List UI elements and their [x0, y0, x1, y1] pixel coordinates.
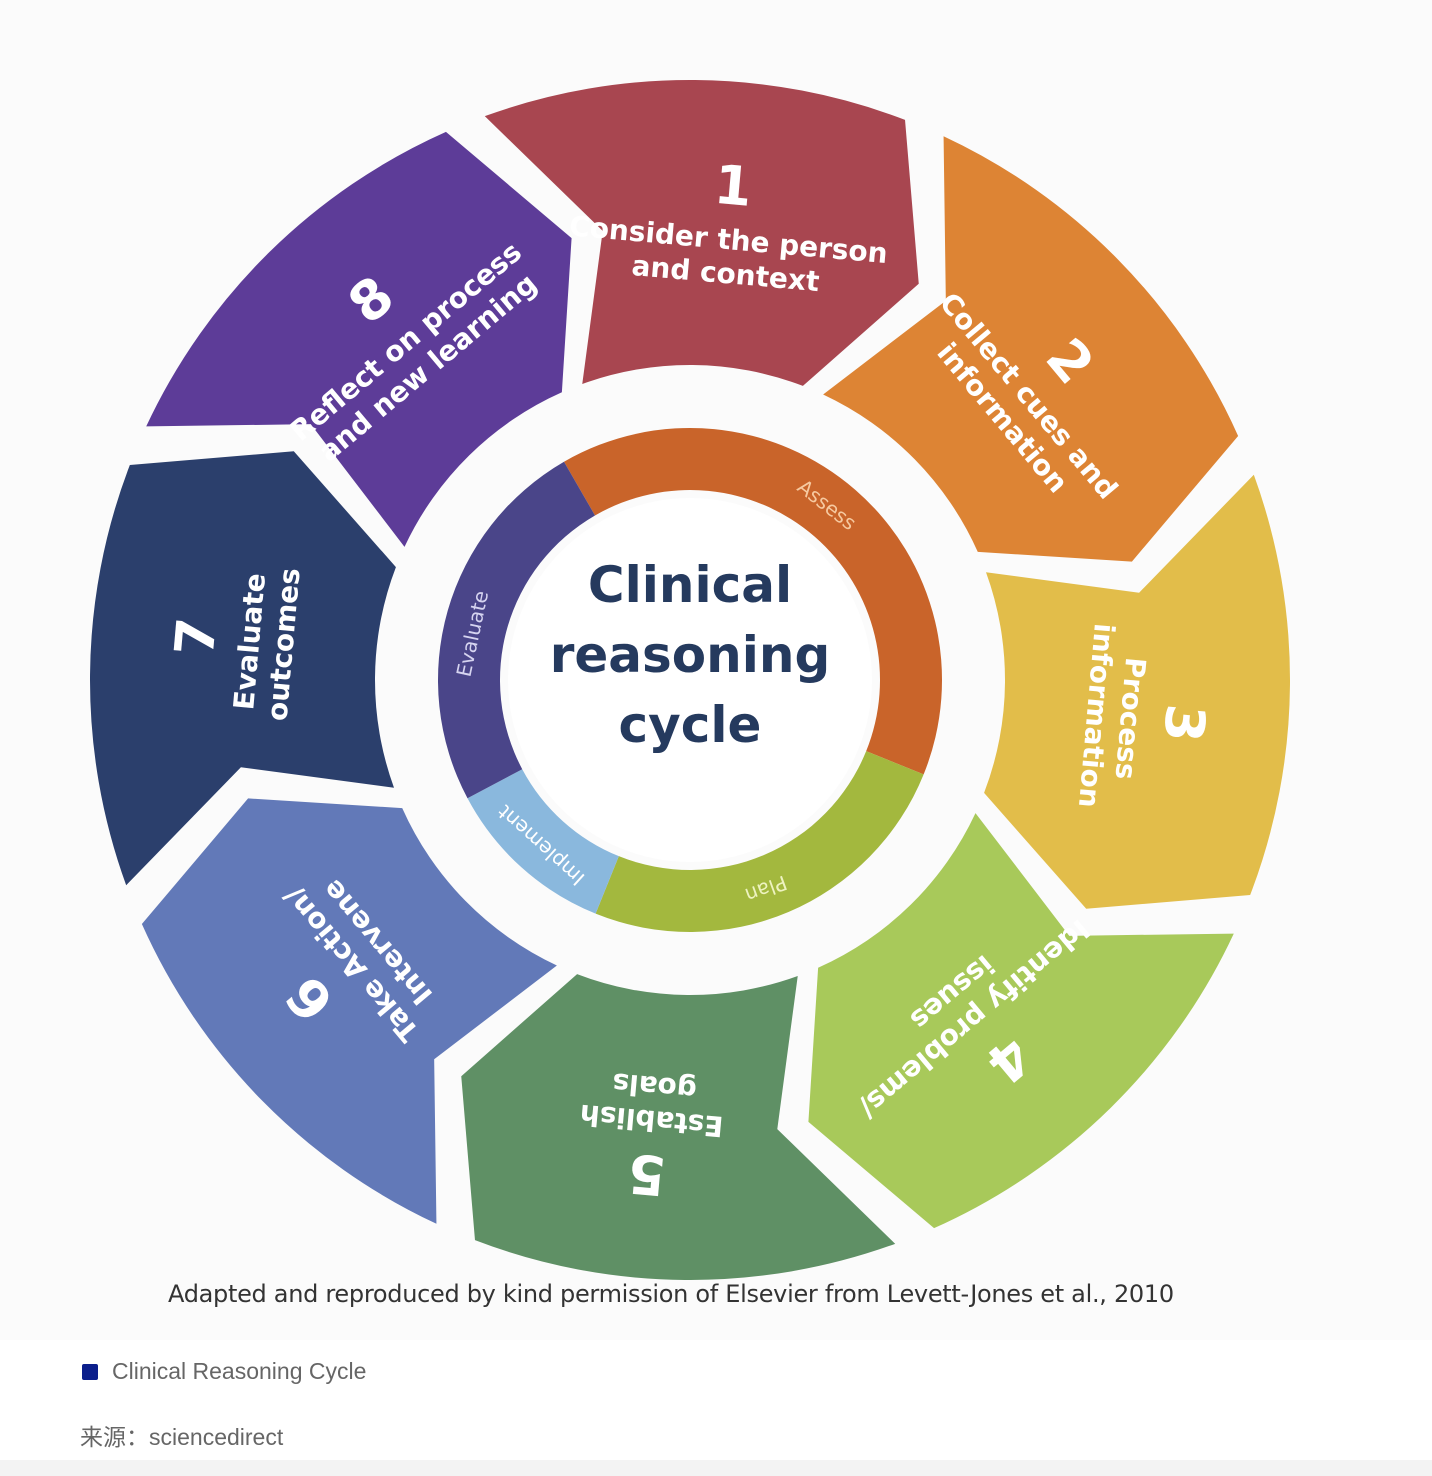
step-segment-7 [89, 451, 396, 886]
step-segment-5 [461, 974, 896, 1280]
center-disc [508, 498, 872, 862]
phase-arc-plan [595, 751, 924, 932]
center-title-line-3: cycle [619, 696, 762, 754]
step-segment-3 [984, 474, 1291, 909]
step-segment-8 [146, 131, 572, 547]
caption-bullet-icon [82, 1363, 98, 1380]
figure-caption: Clinical Reasoning Cycle [82, 1358, 366, 1385]
credit-line: Adapted and reproduced by kind permissio… [168, 1280, 1174, 1308]
caption-text: Clinical Reasoning Cycle [112, 1358, 367, 1384]
step-text-5-line-2: goals [611, 1066, 698, 1106]
center-title-line-2: reasoning [550, 626, 831, 684]
step-number-5: 5 [625, 1141, 668, 1207]
phase-arc-implement [467, 769, 619, 914]
step-segment-1 [484, 79, 919, 386]
step-number-3: 3 [1151, 702, 1217, 745]
center-title-line-1: Clinical [588, 556, 792, 614]
step-segment-2 [823, 136, 1239, 562]
bottom-bar [0, 1460, 1432, 1476]
step-segment-4 [808, 813, 1234, 1229]
phase-arc-evaluate [437, 461, 595, 799]
step-segment-6 [141, 798, 557, 1224]
step-number-7: 7 [163, 615, 229, 658]
step-number-1: 1 [712, 153, 755, 219]
source-line: 来源：sciencedirect [80, 1424, 284, 1450]
phase-arc-assess [564, 428, 942, 775]
